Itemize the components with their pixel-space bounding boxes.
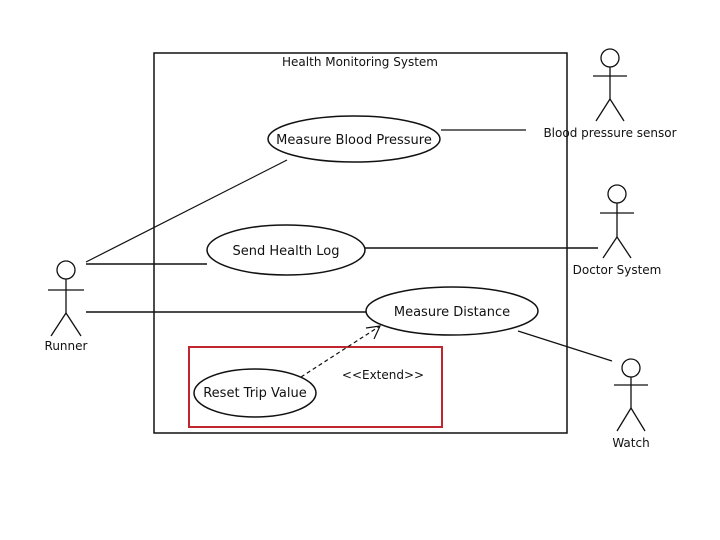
runner-to-measure-bp-line (85, 159, 288, 263)
extend-dashed-line (300, 325, 381, 378)
highlight-box (188, 346, 443, 428)
associations (85, 129, 613, 362)
actor-watch[interactable]: Watch (612, 358, 650, 450)
use-case-ellipse (206, 224, 366, 276)
stick-figure-icon (48, 260, 84, 337)
stick-figure-icon (614, 358, 648, 432)
system-boundary (153, 52, 568, 434)
use-case-measure-blood-pressure[interactable]: Measure Blood Pressure (267, 115, 441, 163)
actor-label: Blood pressure sensor (543, 126, 676, 140)
use-case-ellipse (365, 286, 539, 336)
actor-blood-pressure-sensor[interactable]: Blood pressure sensor (543, 48, 677, 140)
extend-label: <<Extend>> (342, 368, 424, 382)
stick-figure-icon (600, 184, 634, 259)
stick-figure-icon (593, 48, 627, 122)
actor-label: Runner (45, 339, 88, 353)
use-case-ellipse (267, 115, 441, 163)
use-case-send-health-log[interactable]: Send Health Log (206, 224, 366, 276)
actor-label: Doctor System (573, 263, 662, 277)
use-case-label: Measure Distance (394, 305, 510, 320)
use-case-measure-distance[interactable]: Measure Distance (365, 286, 539, 336)
use-case-label: Measure Blood Pressure (276, 133, 432, 148)
actor-label: Watch (612, 436, 649, 450)
measure-distance-to-watch-line (517, 330, 613, 362)
system-title: Health Monitoring System (282, 55, 438, 69)
use-case-ellipse (193, 368, 317, 418)
use-case-reset-trip-value[interactable]: Reset Trip Value (193, 368, 317, 418)
extend-relation: <<Extend>> (300, 325, 424, 382)
extend-arrowhead-icon (365, 325, 382, 340)
use-case-label: Reset Trip Value (203, 386, 307, 401)
actor-runner[interactable]: Runner (45, 260, 88, 353)
use-case-label: Send Health Log (233, 244, 340, 259)
actor-doctor-system[interactable]: Doctor System (573, 184, 662, 277)
